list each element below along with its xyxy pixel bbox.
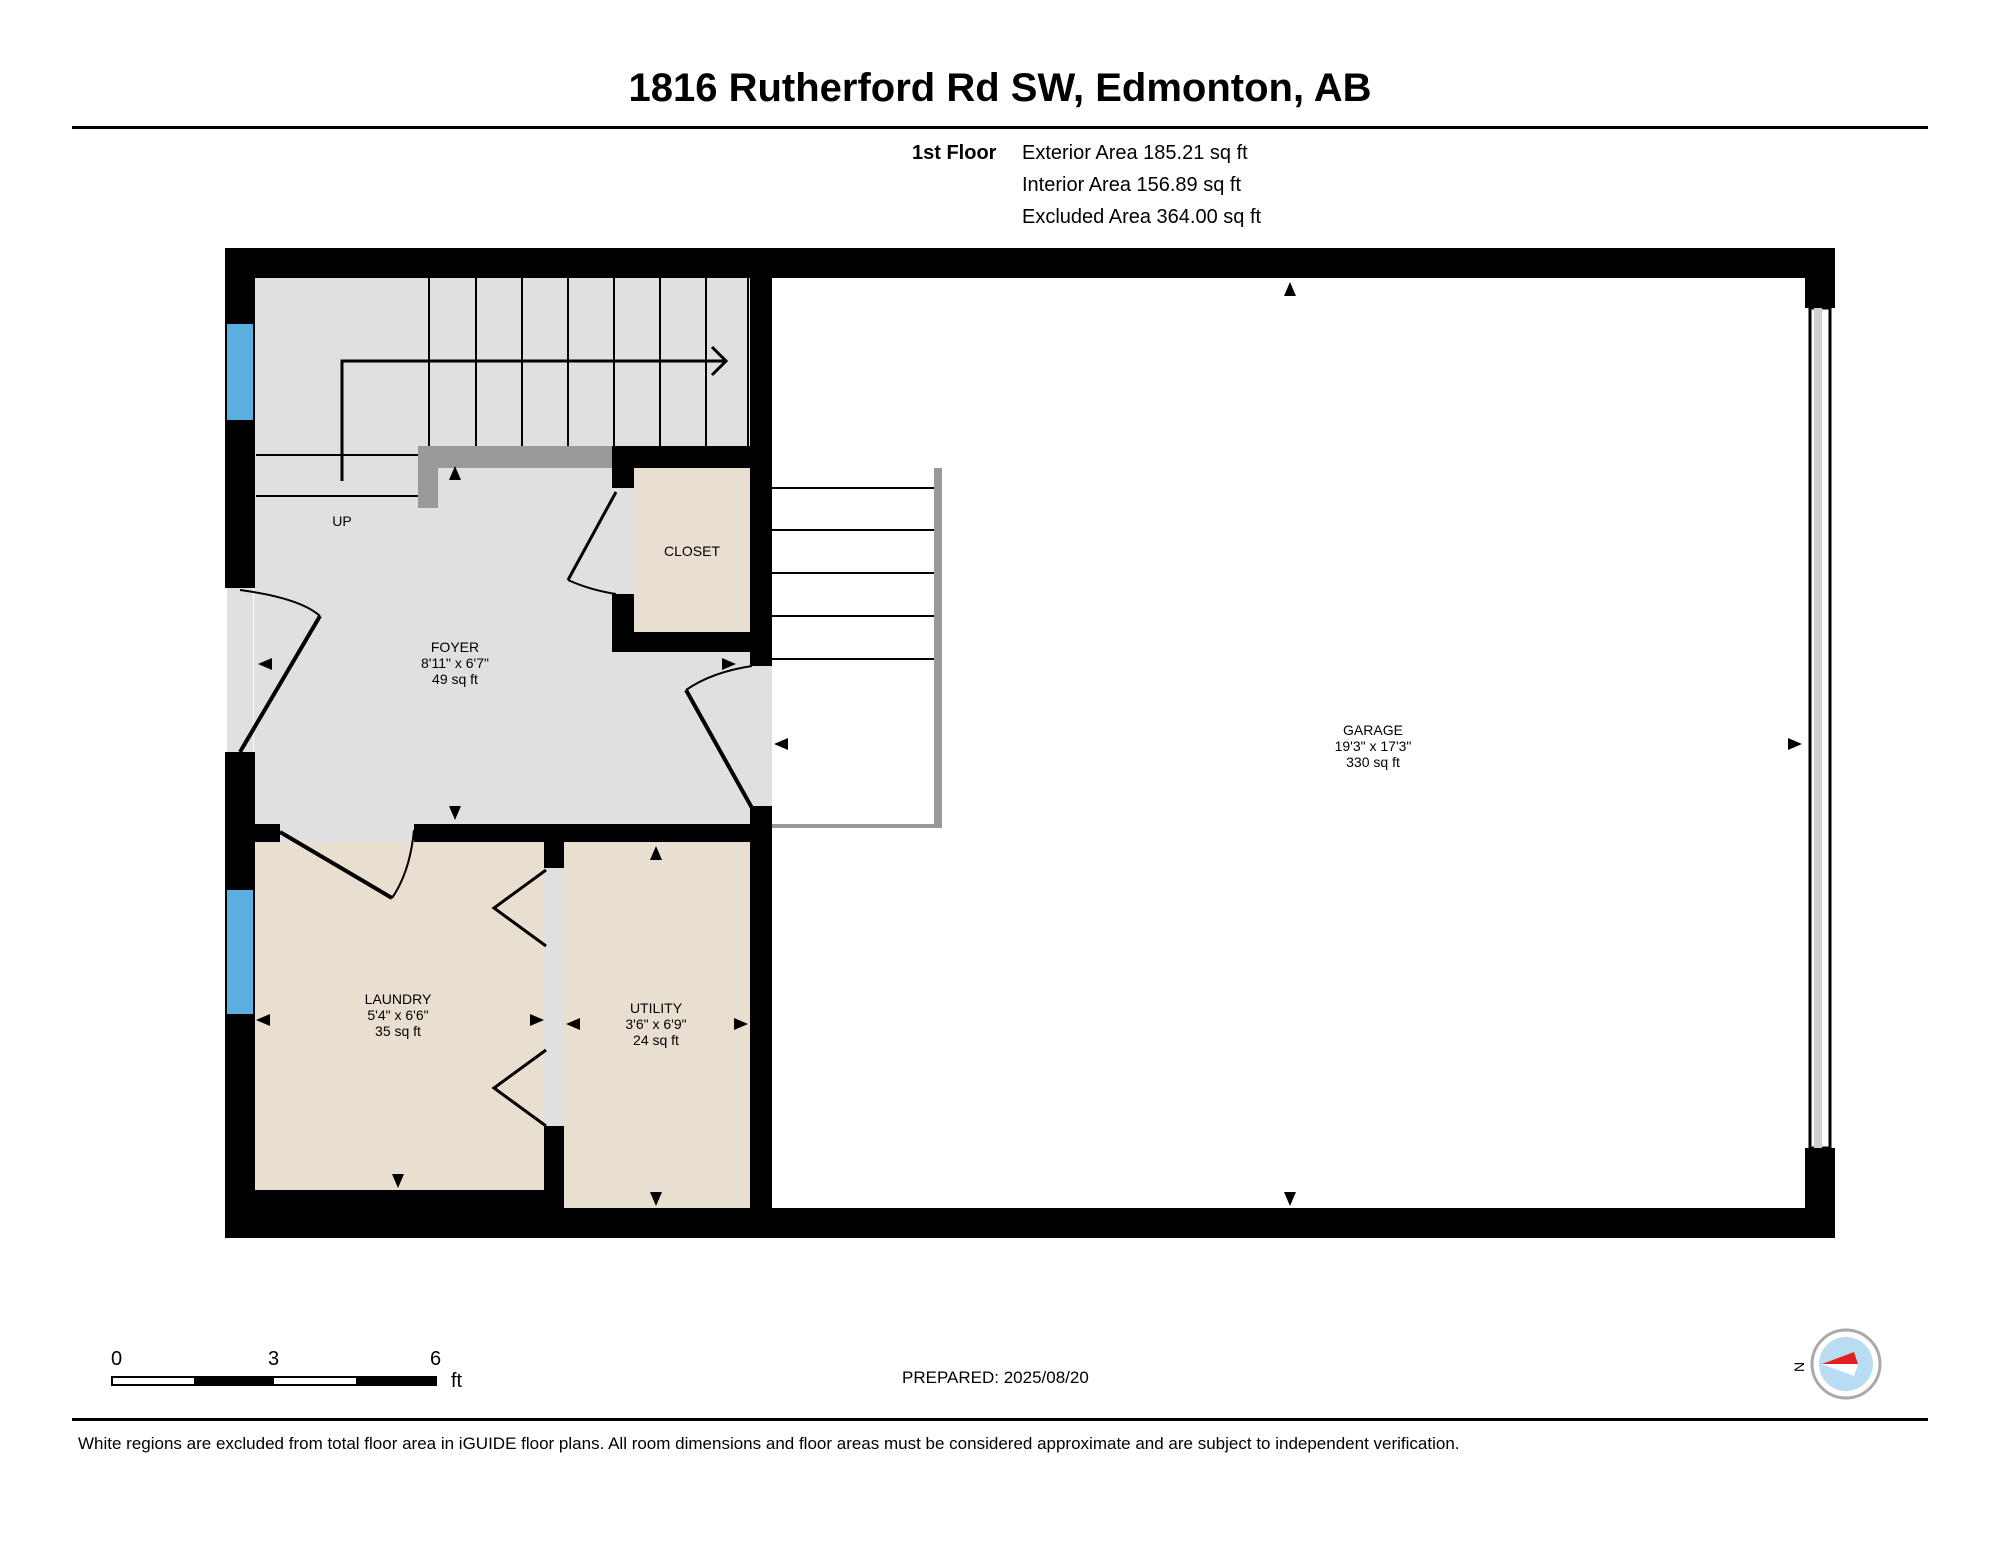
foyer-area: 49 sq ft bbox=[432, 671, 478, 687]
interior-walls bbox=[254, 278, 772, 1208]
scale-unit: ft bbox=[451, 1370, 463, 1392]
utility-name: UTILITY bbox=[630, 1000, 683, 1016]
excluded-area: Excluded Area 364.00 sq ft bbox=[1022, 206, 1262, 228]
stair-direction-arrow bbox=[710, 345, 729, 377]
window-upper bbox=[227, 324, 253, 420]
foyer-dims: 8'11" x 6'7" bbox=[421, 655, 489, 671]
dimension-arrows bbox=[256, 282, 1802, 1206]
stair-direction-line bbox=[340, 359, 724, 481]
garage-steps bbox=[772, 487, 934, 660]
floor-label: 1st Floor bbox=[912, 142, 997, 164]
compass-north-label: N bbox=[1791, 1362, 1807, 1372]
closet-door-opening bbox=[612, 488, 634, 594]
scale-tick-3: 3 bbox=[268, 1348, 280, 1370]
bifold-opening bbox=[544, 868, 564, 1126]
utility-area: 24 sq ft bbox=[633, 1032, 679, 1048]
step-railing bbox=[934, 468, 942, 828]
page-title: 1816 Rutherford Rd SW, Edmonton, AB bbox=[628, 66, 1372, 110]
laundry-door-opening bbox=[280, 824, 414, 842]
garage-dims: 19'3" x 17'3" bbox=[1335, 738, 1412, 754]
door-swings bbox=[238, 491, 754, 1128]
laundry-dims: 5'4" x 6'6" bbox=[367, 1007, 428, 1023]
front-door-opening bbox=[227, 588, 253, 752]
title-divider bbox=[72, 126, 1928, 129]
closet-floor bbox=[632, 468, 750, 632]
interior-area: Interior Area 156.89 sq ft bbox=[1022, 174, 1242, 196]
window-lower bbox=[227, 890, 253, 1014]
footer-divider bbox=[72, 1418, 1928, 1421]
garage-entry-opening bbox=[750, 666, 772, 806]
scale-tick-6: 6 bbox=[430, 1348, 442, 1370]
laundry-name: LAUNDRY bbox=[365, 991, 432, 1007]
garage-area: 330 sq ft bbox=[1346, 754, 1400, 770]
laundry-floor bbox=[254, 842, 544, 1190]
landing-wall bbox=[418, 446, 612, 468]
disclaimer-text: White regions are excluded from total fl… bbox=[78, 1434, 1460, 1453]
utility-dims: 3'6" x 6'9" bbox=[625, 1016, 686, 1032]
prepared-date: PREPARED: 2025/08/20 bbox=[902, 1368, 1089, 1387]
garage-name: GARAGE bbox=[1343, 722, 1403, 738]
exterior-area: Exterior Area 185.21 sq ft bbox=[1022, 142, 1248, 164]
utility-floor bbox=[564, 842, 750, 1208]
laundry-area: 35 sq ft bbox=[375, 1023, 421, 1039]
scale-tick-0: 0 bbox=[111, 1348, 123, 1370]
closet-name: CLOSET bbox=[664, 543, 720, 559]
stairs-up-label: UP bbox=[332, 513, 351, 529]
foyer-name: FOYER bbox=[431, 639, 479, 655]
compass-icon bbox=[1810, 1328, 1882, 1400]
scale-bar bbox=[111, 1376, 437, 1386]
